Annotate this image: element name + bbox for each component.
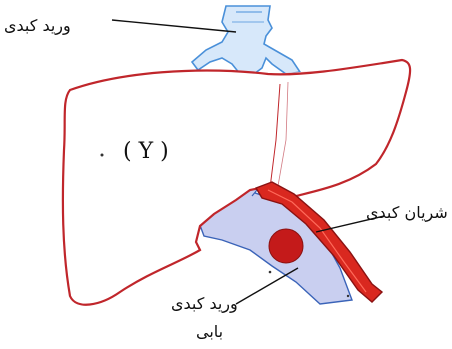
marker-dot	[347, 295, 349, 297]
label-hepatic-vein: ورید کبدی	[4, 18, 71, 34]
artery-node	[269, 229, 303, 263]
leader-line-portal-vein	[236, 268, 298, 304]
marker-dot	[269, 271, 272, 274]
label-portal-vein-line2: بابی	[196, 324, 223, 340]
label-portal-vein-line1: ورید کبدی	[171, 296, 238, 312]
leader-line-hepatic-vein	[112, 20, 236, 32]
organ-marker-label: ( Y )	[123, 141, 169, 163]
label-hepatic-artery: شریان کبدی	[366, 205, 448, 221]
hepatic-vein	[192, 6, 300, 74]
marker-dot	[101, 154, 104, 157]
